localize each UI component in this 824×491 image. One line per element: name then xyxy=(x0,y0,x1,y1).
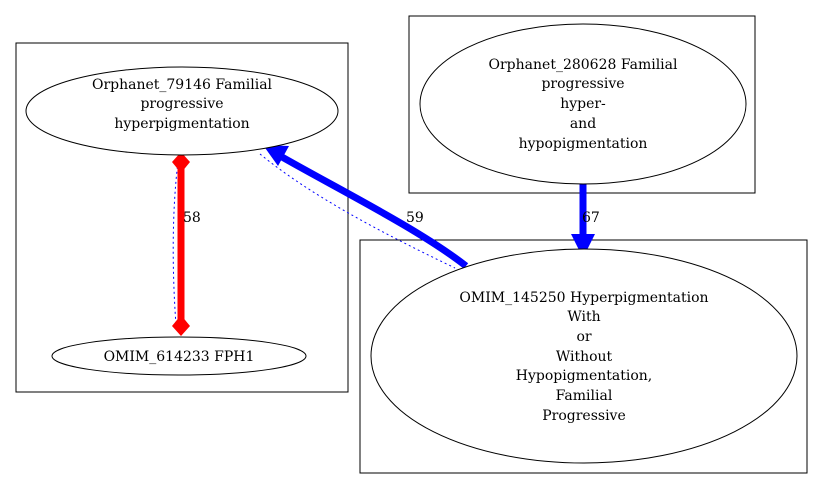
node-label-line: progressive xyxy=(140,96,223,112)
cluster-box-left xyxy=(15,42,349,393)
node-label-line: hyper- xyxy=(560,96,606,112)
node-label-line: Orphanet_79146 Familial xyxy=(92,77,273,93)
edge-67-label: 67 xyxy=(582,210,600,226)
edge-58-diamond-bottom xyxy=(172,315,190,336)
dotted-edge-59 xyxy=(259,153,456,269)
edge-59-arrowhead xyxy=(263,145,289,166)
node-label-line: Without xyxy=(556,349,613,365)
node-label-line: hypopigmentation xyxy=(519,136,648,152)
node-label-line: and xyxy=(570,116,596,132)
node-label-line: or xyxy=(576,329,591,345)
dotted-edge-58 xyxy=(172,161,179,326)
node-orphanet-79146[interactable]: Orphanet_79146 Familial progressive hype… xyxy=(25,66,339,156)
node-label-line: Progressive xyxy=(542,408,626,424)
node-label-line: Hypopigmentation, xyxy=(516,368,652,384)
node-omim-614233[interactable]: OMIM_614233 FPH1 xyxy=(51,336,307,376)
edge-67-arrowhead xyxy=(571,234,595,258)
node-orphanet-280628[interactable]: Orphanet_280628 Familial progressive hyp… xyxy=(419,23,747,185)
node-label-line: Orphanet_280628 Familial xyxy=(489,57,678,73)
edge-59-line xyxy=(280,153,469,269)
edge-58-label: 58 xyxy=(183,210,201,226)
edge-59-label: 59 xyxy=(406,210,424,226)
edge-58-diamond-top xyxy=(172,152,190,173)
node-label-line: OMIM_614233 FPH1 xyxy=(104,349,255,365)
node-label-line: With xyxy=(567,309,600,325)
node-label-line: hyperpigmentation xyxy=(114,116,249,132)
node-label-line: Familial xyxy=(556,388,613,404)
node-omim-145250[interactable]: OMIM_145250 Hyperpigmentation With or Wi… xyxy=(370,248,798,464)
node-label-line: OMIM_145250 Hyperpigmentation xyxy=(459,290,708,306)
node-label-line: progressive xyxy=(541,76,624,92)
